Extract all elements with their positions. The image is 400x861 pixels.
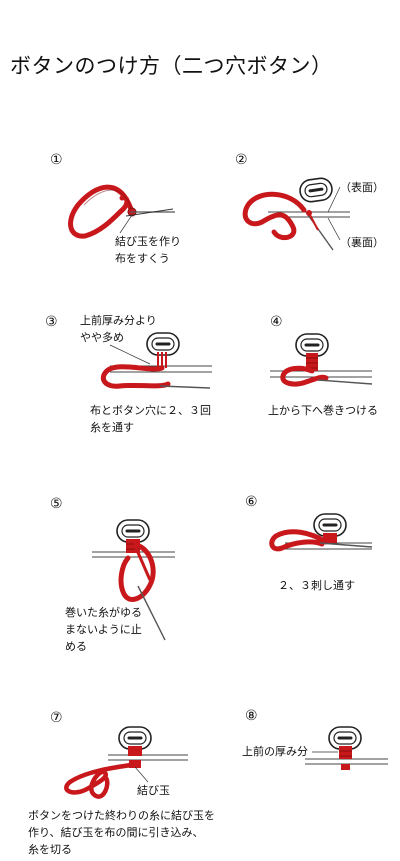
step-number: ④: [270, 314, 283, 330]
back-side-label: （裏面）: [340, 236, 384, 249]
step5-illustration: [92, 518, 175, 641]
caption-line: 作り、結び玉を布の間に引き込み、: [28, 826, 204, 839]
knot-label: 結び玉: [137, 784, 170, 797]
step-number: ③: [45, 314, 58, 330]
step7-caption: ボタンをつけた終わりの糸に結び玉を 作り、結び玉を布の間に引き込み、 糸を切る: [28, 807, 215, 858]
caption-line: める: [65, 640, 87, 653]
step8-illustration: [305, 725, 388, 770]
note-line: 上前厚み分より: [80, 314, 157, 327]
caption-line: 布をすくう: [115, 252, 170, 265]
step7-illustration: [64, 725, 188, 799]
step5-caption: 巻いた糸がゆる まないように止 める: [65, 604, 142, 655]
step-number: ⑤: [50, 496, 63, 512]
note-line: やや多め: [80, 331, 124, 344]
step-number: ⑦: [50, 710, 63, 726]
step1-illustration: [68, 184, 175, 239]
caption-line: 糸を通す: [90, 421, 134, 434]
step1-caption: 結び玉を作り 布をすくう: [115, 233, 181, 267]
caption-line: 布とボタン穴に２、３回: [90, 404, 211, 417]
step3-caption: 布とボタン穴に２、３回 糸を通す: [90, 402, 211, 436]
step-number: ②: [235, 152, 248, 168]
step6-illustration: [269, 512, 373, 552]
step4-illustration: [270, 332, 373, 387]
caption-line: ボタンをつけた終わりの糸に結び玉を: [28, 809, 215, 822]
step3-note: 上前厚み分より やや多め: [80, 312, 157, 346]
front-side-label: （表面）: [340, 181, 384, 194]
step3-illustration: [100, 331, 212, 389]
caption-line: 結び玉を作り: [115, 235, 181, 248]
step-number: ⑧: [245, 708, 258, 724]
caption-line: 巻いた糸がゆる: [65, 606, 142, 619]
caption-line: まないように止: [65, 623, 142, 636]
step-number: ⑥: [245, 494, 258, 510]
step6-caption: ２、３刺し通す: [278, 579, 355, 592]
caption-line: 糸を切る: [28, 843, 72, 856]
step-number: ①: [50, 152, 63, 168]
step4-caption: 上から下へ巻きつける: [268, 404, 378, 417]
step2-illustration: [242, 175, 350, 251]
page-title: ボタンのつけ方（二つ穴ボタン）: [10, 54, 333, 78]
step8-note: 上前の厚み分: [242, 745, 308, 758]
